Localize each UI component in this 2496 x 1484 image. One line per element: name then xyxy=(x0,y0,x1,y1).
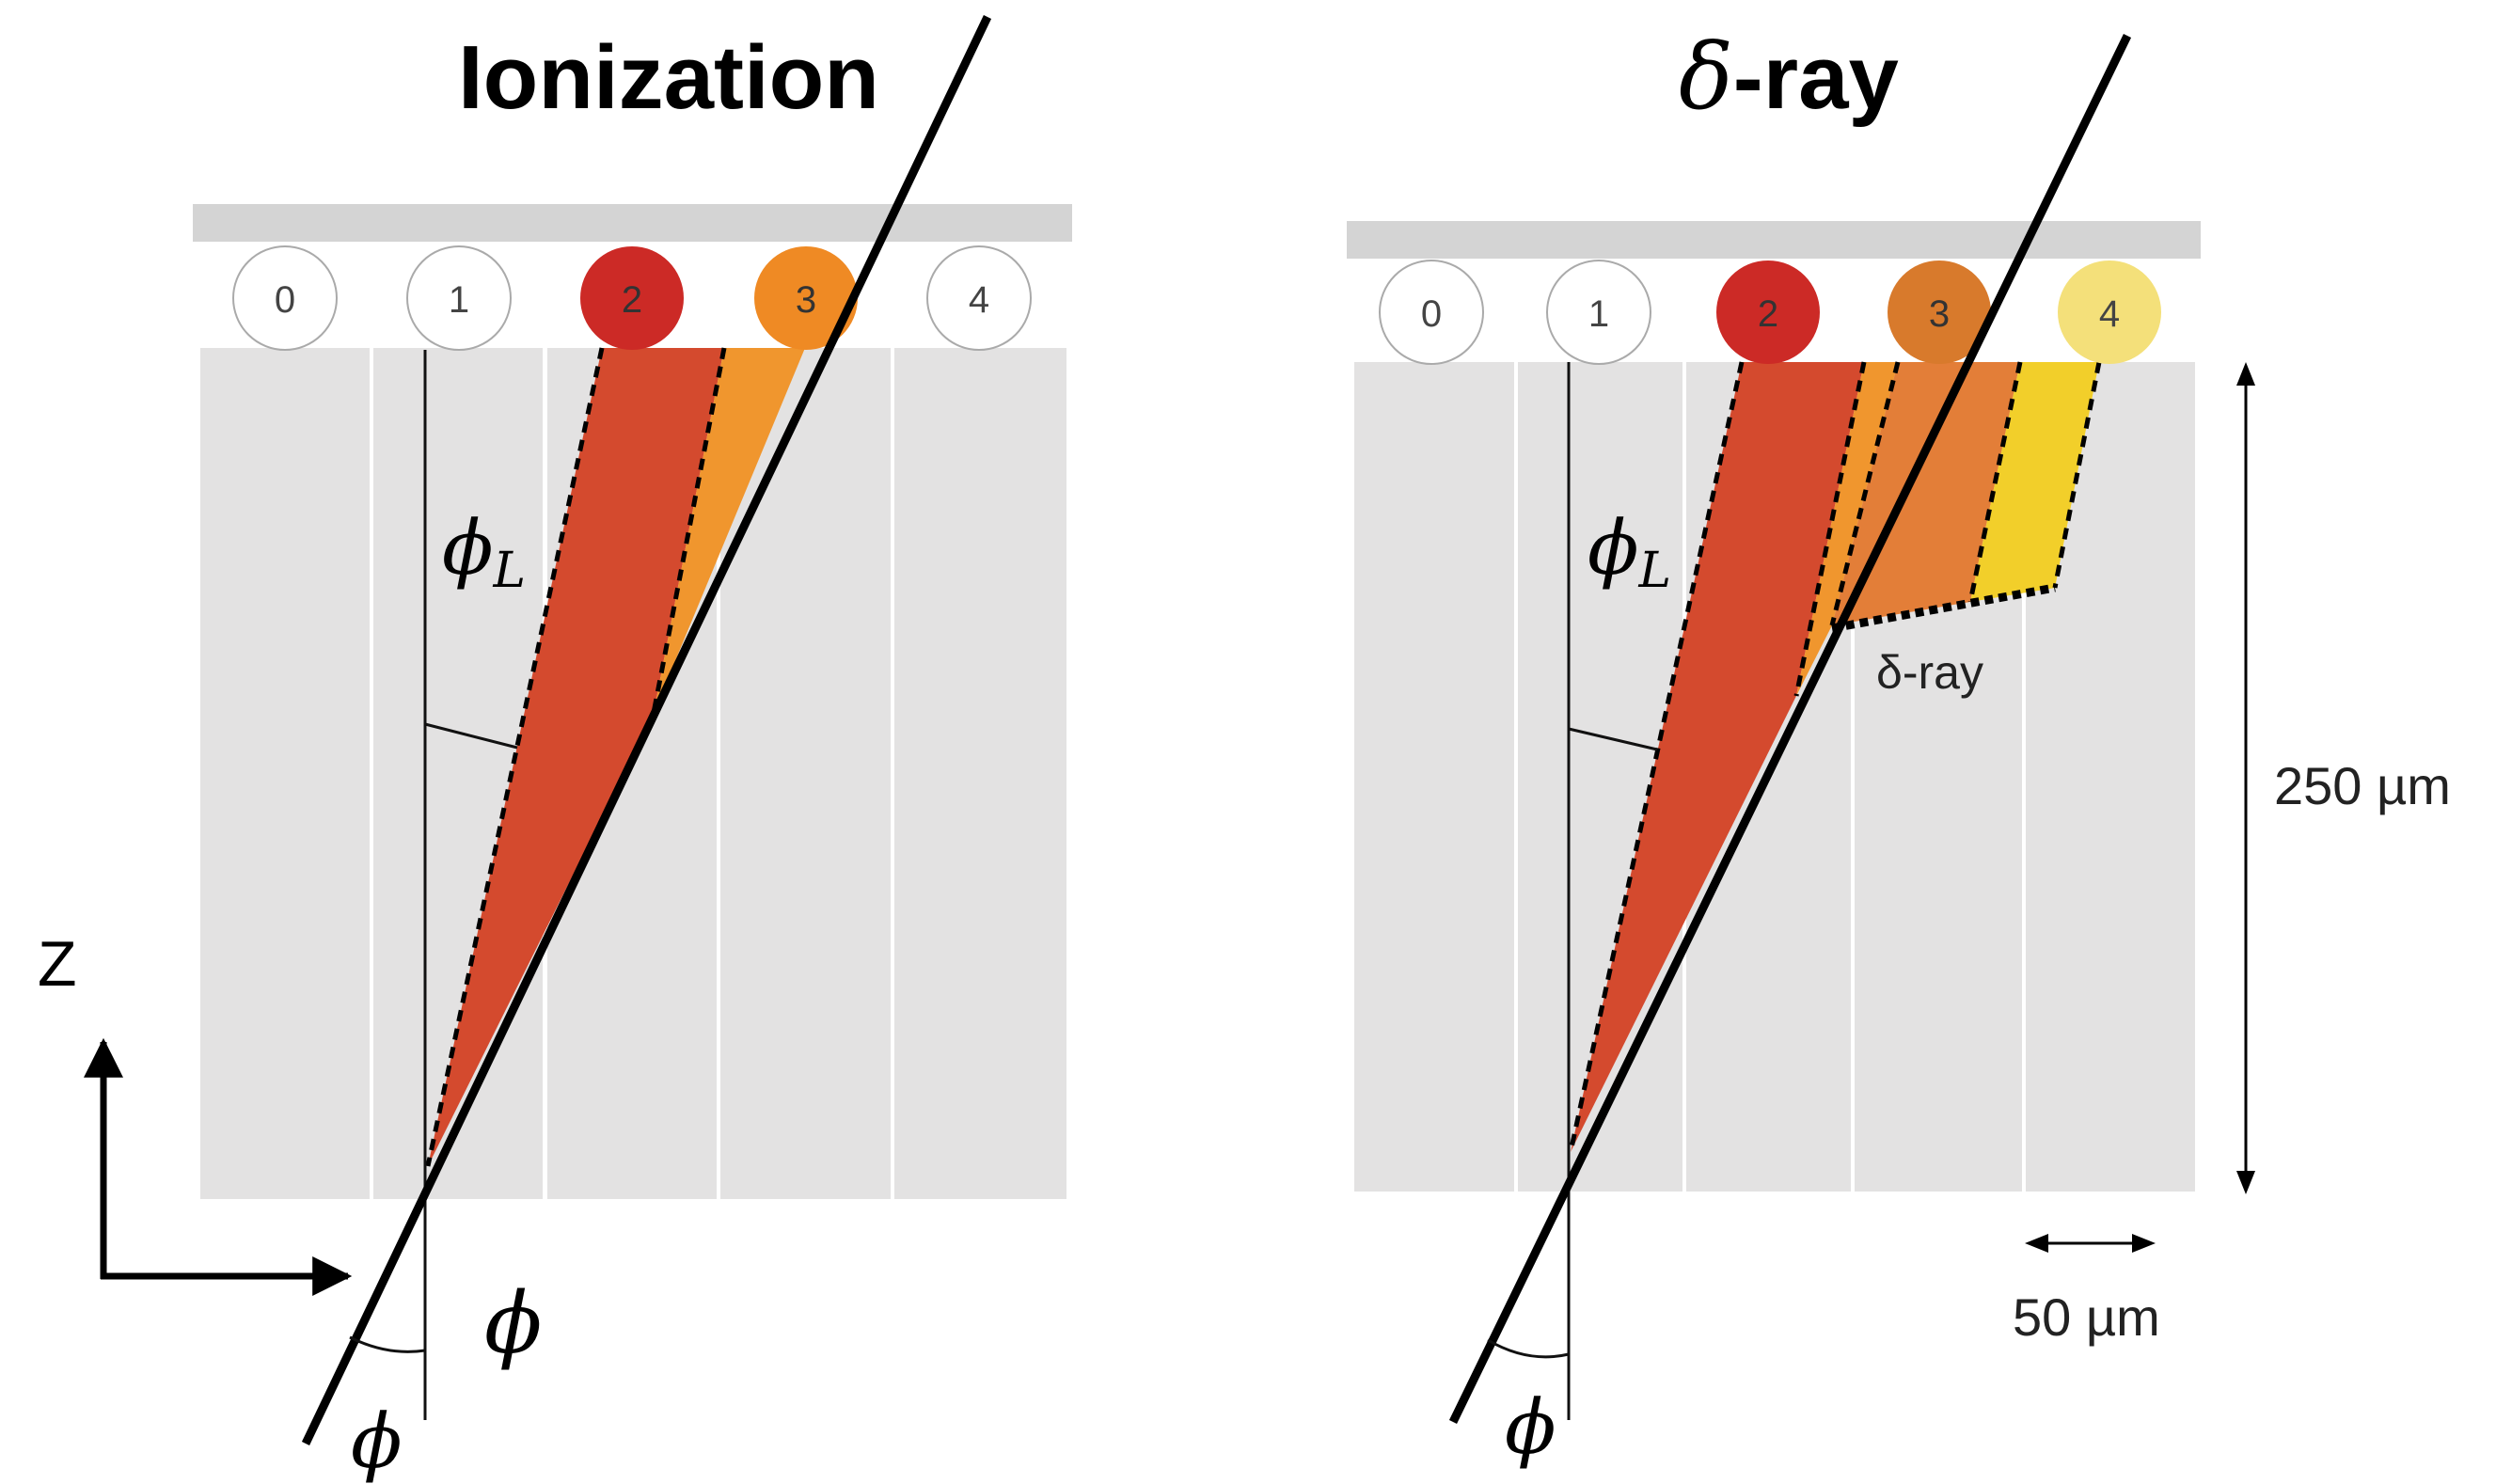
charge-region-pixel-3 xyxy=(1832,362,2020,625)
thickness-arrow-head-top xyxy=(2236,362,2255,386)
charge-boundary-mid xyxy=(1793,361,1867,697)
sensor-column-0 xyxy=(200,348,370,1199)
pixel-3 xyxy=(1888,260,1991,364)
charge-region-pixel-3 xyxy=(654,348,805,713)
pixel-0 xyxy=(1379,260,1484,365)
charge-boundary-left xyxy=(1568,361,1745,1153)
delta-symbol: δ xyxy=(1679,24,1733,130)
pixel-label-1: 1 xyxy=(449,279,469,321)
lorentz-angle-symbol: ϕ xyxy=(442,504,494,592)
lorentz-angle-symbol: ϕ xyxy=(1588,504,1639,592)
charge-region-pixel-2 xyxy=(1571,362,1864,1152)
ionization-title: Ionization xyxy=(458,27,879,128)
sensor-column-4 xyxy=(894,348,1066,1199)
incident-angle-arc xyxy=(349,1335,426,1353)
charge-region-pixel-2 xyxy=(428,348,724,1166)
incident-angle-label: ϕ xyxy=(1505,1383,1556,1471)
pixel-row: 0 1 2 3 4 xyxy=(1379,260,2161,365)
incident-angle-label: ϕ xyxy=(351,1397,403,1484)
ionization-panel: 0 1 2 3 4 Ionization ϕL ϕ ϕ xyxy=(193,15,1072,1484)
pitch-arrow-head-left xyxy=(2025,1234,2048,1253)
delta-ray-path xyxy=(1831,583,2056,633)
pixel-2 xyxy=(1716,260,1820,364)
pixel-row: 0 1 2 3 4 xyxy=(232,245,1032,351)
lorentz-angle-marker xyxy=(1568,727,1658,751)
lorentz-angle-subscript: L xyxy=(1638,543,1672,599)
charge-boundary-pixel-4-left xyxy=(1967,361,2023,603)
pixel-label-2: 2 xyxy=(1758,293,1778,335)
sensor-top-bar xyxy=(1347,221,2201,259)
pixel-4 xyxy=(926,245,1032,351)
z-axis-label: Z xyxy=(38,928,77,1000)
pixel-1 xyxy=(406,245,512,351)
lorentz-angle-subscript: L xyxy=(493,543,527,599)
delta-ray-title: δ-ray xyxy=(1679,24,1899,130)
delta-ray-panel: 0 1 2 3 4 δ-ray ϕL δ-ray ϕ 250 µm 50 µm xyxy=(1347,24,2451,1471)
pixel-0 xyxy=(232,245,338,351)
lorentz-angle-label: ϕL xyxy=(1588,504,1671,599)
coordinate-axes: Z xyxy=(38,928,353,1296)
charge-region-pixel-3-left xyxy=(1796,362,1898,696)
lorentz-angle-marker xyxy=(424,722,518,750)
pixel-label-3: 3 xyxy=(1929,293,1950,335)
particle-track xyxy=(301,15,992,1445)
pixel-label-3: 3 xyxy=(796,279,816,321)
thickness-arrow-head-bottom xyxy=(2236,1171,2255,1194)
sensor-top-bar xyxy=(193,204,1072,242)
charge-boundary-pixel-4-right xyxy=(2052,361,2102,589)
charge-boundary-left xyxy=(425,347,605,1167)
pixel-label-0: 0 xyxy=(275,279,295,321)
pixel-label-4: 4 xyxy=(2099,293,2120,335)
charge-boundary-mid xyxy=(651,347,727,714)
delta-ray-title-text: -ray xyxy=(1733,27,1899,128)
pitch-label: 50 µm xyxy=(2013,1287,2160,1347)
pixel-label-1: 1 xyxy=(1588,293,1609,335)
pixel-label-2: 2 xyxy=(622,279,642,321)
lorentz-angle-label: ϕL xyxy=(442,504,526,599)
pixel-3 xyxy=(754,246,858,350)
track-angle-label: ϕ xyxy=(484,1274,542,1373)
incident-angle-arc xyxy=(1487,1338,1570,1359)
sensor-column-3 xyxy=(720,348,891,1199)
pixel-1 xyxy=(1546,260,1651,365)
pitch-arrow-head-right xyxy=(2132,1234,2156,1253)
pixel-2 xyxy=(580,246,684,350)
charge-region-pixel-4 xyxy=(1970,362,2099,602)
pixel-4 xyxy=(2058,260,2161,364)
pixel-label-0: 0 xyxy=(1421,293,1442,335)
thickness-label: 250 µm xyxy=(2274,756,2451,815)
pixel-label-4: 4 xyxy=(969,279,989,321)
delta-ray-label: δ-ray xyxy=(1876,646,1983,699)
sensor-column-0 xyxy=(1354,362,1514,1192)
particle-track xyxy=(1448,34,2132,1424)
charge-boundary-pixel-3 xyxy=(1829,361,1901,626)
